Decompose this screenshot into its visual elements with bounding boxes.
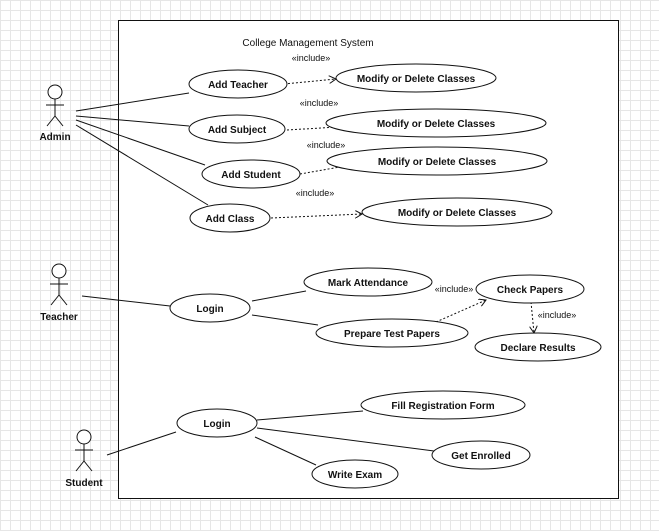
svg-text:Add Class: Add Class	[206, 214, 255, 225]
use-case-write-exam[interactable]: Write Exam	[311, 459, 399, 489]
system-title: College Management System	[242, 38, 373, 49]
svg-text:Login: Login	[196, 304, 223, 315]
svg-text:Write Exam: Write Exam	[328, 470, 382, 481]
assoc-login-prepare-papers	[251, 314, 319, 326]
assoc-student-login	[106, 431, 177, 456]
svg-text:Modify or Delete Classes: Modify or Delete Classes	[378, 157, 497, 168]
include-arrow-6	[531, 301, 534, 333]
use-case-mark-attendance[interactable]: Mark Attendance	[303, 267, 433, 297]
include-label-5: «include»	[435, 284, 474, 294]
actor-student-label: Student	[65, 478, 103, 489]
include-arrow-4	[270, 214, 362, 219]
include-arrow-5	[435, 300, 486, 323]
assoc-login-mark-attendance	[251, 290, 307, 302]
svg-text:Fill Registration Form: Fill Registration Form	[391, 401, 494, 412]
include-label-4: «include»	[296, 188, 335, 198]
include-arrow-1	[283, 79, 336, 85]
use-case-teacher-login[interactable]: Login	[169, 293, 251, 323]
include-label-2: «include»	[300, 98, 339, 108]
assoc-admin-add-teacher	[75, 92, 190, 112]
assoc-login-get-enrolled	[256, 427, 435, 452]
assoc-admin-add-subject	[75, 115, 190, 127]
svg-text:Prepare Test Papers: Prepare Test Papers	[344, 329, 440, 340]
use-case-modify-classes-1[interactable]: Modify or Delete Classes	[335, 63, 497, 93]
use-case-get-enrolled[interactable]: Get Enrolled	[431, 440, 531, 470]
svg-text:Add Subject: Add Subject	[208, 125, 267, 136]
use-case-student-login[interactable]: Login	[176, 408, 258, 438]
use-case-add-student[interactable]: Add Student	[201, 159, 301, 189]
use-case-modify-classes-2[interactable]: Modify or Delete Classes	[325, 108, 547, 138]
include-label-1: «include»	[292, 53, 331, 63]
use-case-add-subject[interactable]: Add Subject	[188, 114, 286, 144]
svg-text:Modify or Delete Classes: Modify or Delete Classes	[357, 74, 476, 85]
actor-student[interactable]: Student	[65, 429, 103, 489]
svg-text:Check Papers: Check Papers	[497, 285, 564, 296]
actor-teacher[interactable]: Teacher	[40, 263, 78, 323]
use-case-declare-results[interactable]: Declare Results	[474, 332, 602, 362]
include-label-3: «include»	[307, 140, 346, 150]
svg-text:Declare Results: Declare Results	[500, 343, 575, 354]
use-case-add-class[interactable]: Add Class	[189, 203, 271, 233]
use-case-fill-registration[interactable]: Fill Registration Form	[360, 390, 526, 420]
svg-text:Modify or Delete Classes: Modify or Delete Classes	[377, 119, 496, 130]
use-case-check-papers[interactable]: Check Papers	[475, 274, 585, 304]
svg-text:Login: Login	[203, 419, 230, 430]
assoc-teacher-login	[81, 295, 171, 307]
assoc-admin-add-class	[75, 124, 209, 206]
svg-text:Modify or Delete Classes: Modify or Delete Classes	[398, 208, 517, 219]
assoc-login-write-exam	[254, 436, 317, 466]
svg-text:Mark Attendance: Mark Attendance	[328, 278, 409, 289]
use-case-modify-classes-4[interactable]: Modify or Delete Classes	[361, 197, 553, 227]
actor-admin-label: Admin	[39, 132, 70, 143]
svg-text:Get Enrolled: Get Enrolled	[451, 451, 510, 462]
assoc-login-fill-registration	[256, 410, 364, 421]
svg-text:Add Student: Add Student	[221, 170, 281, 181]
assoc-admin-add-student	[75, 119, 206, 166]
use-case-add-teacher[interactable]: Add Teacher	[188, 69, 288, 99]
svg-text:Add Teacher: Add Teacher	[208, 80, 268, 91]
use-case-prepare-test-papers[interactable]: Prepare Test Papers	[315, 318, 469, 348]
actor-admin[interactable]: Admin	[39, 84, 71, 143]
actor-teacher-label: Teacher	[40, 312, 78, 323]
include-label-6: «include»	[538, 310, 577, 320]
use-case-modify-classes-3[interactable]: Modify or Delete Classes	[326, 146, 548, 176]
